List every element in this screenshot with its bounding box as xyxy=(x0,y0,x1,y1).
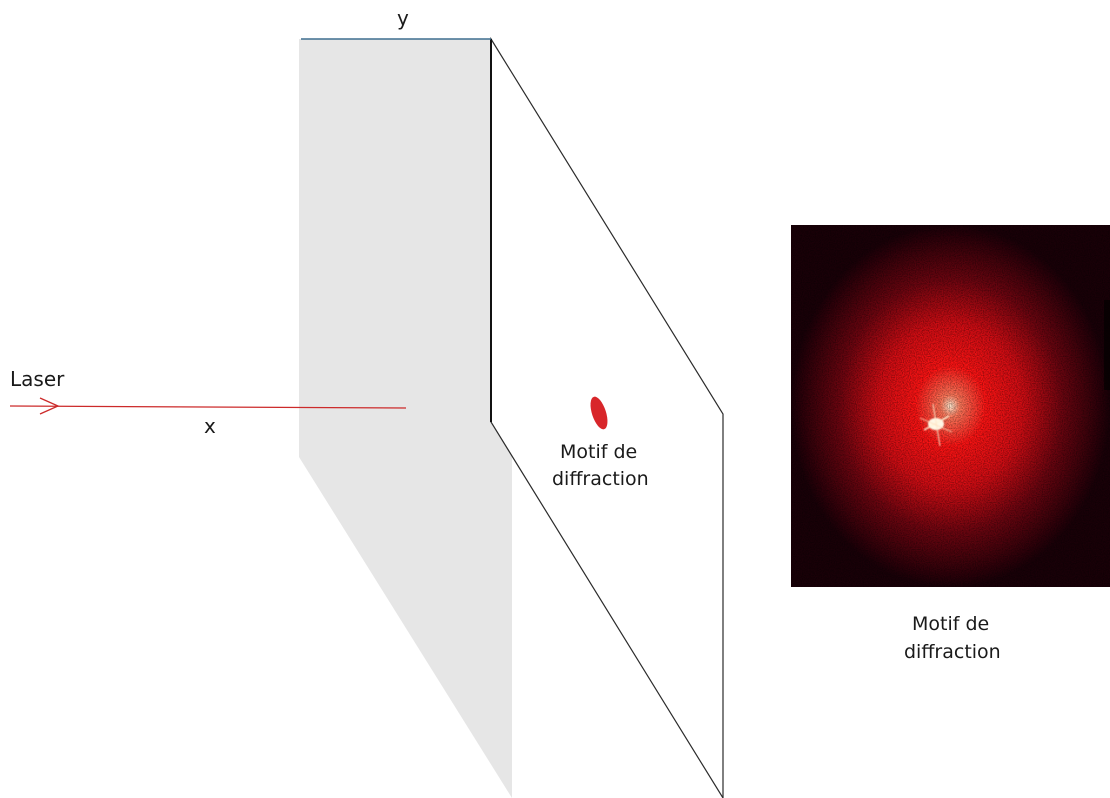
laser-beam xyxy=(9,405,407,409)
x-axis-label: x xyxy=(204,414,216,438)
laser-arrow-icon xyxy=(39,397,60,415)
screen-pattern-label-line2: diffraction xyxy=(552,468,649,490)
diffraction-spot-icon xyxy=(590,396,608,430)
photo-caption-line1: Motif de xyxy=(912,613,989,635)
diffraction-photo xyxy=(791,225,1110,587)
photo-caption-line2: diffraction xyxy=(904,641,1001,663)
screen-pattern-label-line1: Motif de xyxy=(560,441,637,463)
laser-label: Laser xyxy=(10,367,65,391)
shadow-panel xyxy=(299,39,512,798)
y-axis-label: y xyxy=(397,6,409,30)
